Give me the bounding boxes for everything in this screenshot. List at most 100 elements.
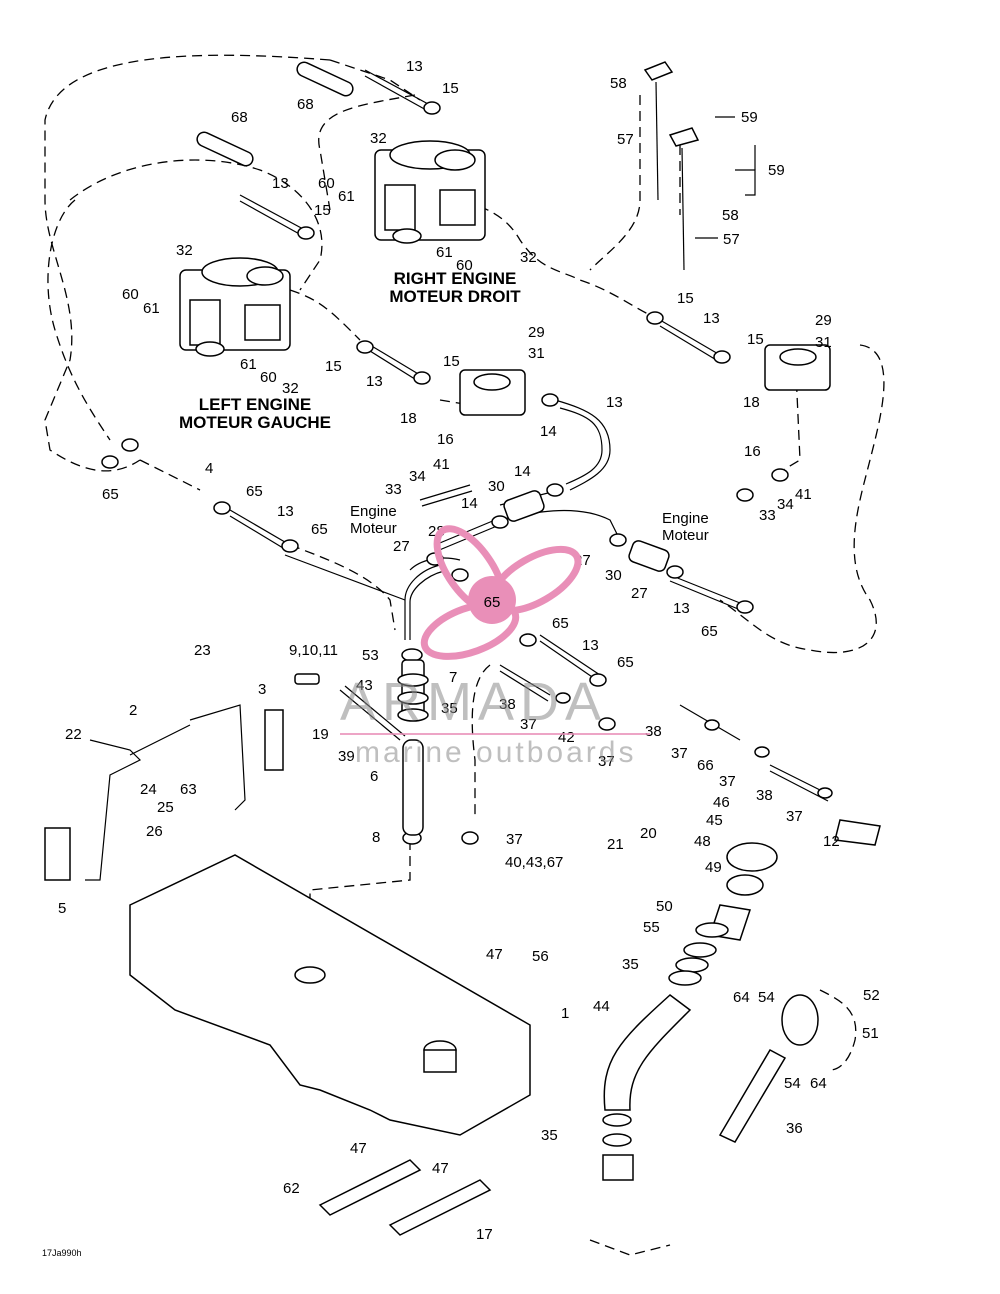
callout: 14 — [540, 423, 557, 440]
callout: 41 — [433, 456, 450, 473]
callout: 37 — [719, 773, 736, 790]
callout: 14 — [461, 495, 478, 512]
fuel-tank — [129, 854, 531, 1136]
callout: 59 — [741, 109, 758, 126]
callout: 15 — [747, 331, 764, 348]
callout: 6 — [370, 768, 378, 785]
callout: 13 — [366, 373, 383, 390]
callout: 21 — [607, 836, 624, 853]
callout: 14 — [514, 463, 531, 480]
callout: 18 — [743, 394, 760, 411]
callout: 39 — [338, 748, 355, 765]
leader-lines — [284, 116, 756, 601]
callout: 37 — [598, 753, 615, 770]
callout: 60 — [260, 369, 277, 386]
callout: 47 — [432, 1160, 449, 1177]
tank-straps — [318, 1159, 492, 1236]
callout: 37 — [671, 745, 688, 762]
callout: 13 — [272, 175, 289, 192]
callout: 34 — [777, 496, 794, 513]
callout: 12 — [823, 833, 840, 850]
callout: 61 — [240, 356, 257, 373]
arrestor-tubes — [196, 61, 354, 167]
callout: 60 — [456, 257, 473, 274]
engine-label-left-fr: Moteur — [350, 520, 397, 537]
callout: 35 — [541, 1127, 558, 1144]
callout: 64 — [810, 1075, 827, 1092]
callout: 29 — [528, 324, 545, 341]
callout: 68 — [297, 96, 314, 113]
callout: 44 — [593, 998, 610, 1015]
engine-label-right-fr: Moteur — [662, 527, 709, 544]
callout: 15 — [442, 80, 459, 97]
callout: 20 — [640, 825, 657, 842]
callout: 64 — [733, 989, 750, 1006]
callout: 18 — [400, 410, 417, 427]
left-engine-heading: LEFT ENGINE — [199, 395, 311, 414]
callout: 22 — [65, 726, 82, 743]
choke-knobs — [643, 61, 700, 271]
callout: 61 — [338, 188, 355, 205]
callout: 58 — [722, 207, 739, 224]
fuel-sender — [294, 673, 406, 741]
callout: 38 — [499, 696, 516, 713]
watermark-tagline: marine outboards — [355, 736, 636, 769]
callout: 17 — [476, 1226, 493, 1243]
callout: 13 — [606, 394, 623, 411]
callout: 33 — [385, 481, 402, 498]
right-engine-heading: RIGHT ENGINE — [394, 269, 517, 288]
callout: 1 — [561, 1005, 569, 1022]
callout: 26 — [146, 823, 163, 840]
callout: 13 — [703, 310, 720, 327]
fuel-filters — [503, 490, 670, 572]
callout: 15 — [443, 353, 460, 370]
callout: 13 — [277, 503, 294, 520]
fill-neck — [602, 819, 881, 1181]
engine-label-left: Engine — [350, 503, 397, 520]
callout: 37 — [506, 831, 523, 848]
callout: 54 — [784, 1075, 801, 1092]
fuel-valve — [397, 659, 429, 836]
callout: 68 — [231, 109, 248, 126]
callout: 37 — [520, 716, 537, 733]
callout: 33 — [759, 507, 776, 524]
callout: 45 — [706, 812, 723, 829]
diagram-code: 17Ja990h — [42, 1248, 82, 1258]
callout: 32 — [520, 249, 537, 266]
callout: 23 — [194, 642, 211, 659]
callout: 65 — [701, 623, 718, 640]
callout: 2 — [129, 702, 137, 719]
callout: 35 — [622, 956, 639, 973]
dashed-routing-lines — [44, 54, 885, 1256]
callout: 52 — [863, 987, 880, 1004]
callout: 27 — [631, 585, 648, 602]
callout: 49 — [705, 859, 722, 876]
callout: 56 — [532, 948, 549, 965]
callout: 32 — [282, 380, 299, 397]
callout: 5 — [58, 900, 66, 917]
callout: 61 — [436, 244, 453, 261]
callout: 57 — [617, 131, 634, 148]
callout: 7 — [449, 669, 457, 686]
callout: 19 — [312, 726, 329, 743]
propeller-logo: 65 — [420, 525, 582, 660]
left-engine-carburetor — [179, 257, 291, 357]
callouts: 13 15 68 68 32 60 61 13 15 32 60 61 61 6… — [58, 58, 880, 1243]
callout: 4 — [205, 460, 213, 477]
callout: 65 — [617, 654, 634, 671]
callout: 36 — [786, 1120, 803, 1137]
right-engine-carburetor — [374, 140, 486, 244]
callout: 46 — [713, 794, 730, 811]
callout: 29 — [815, 312, 832, 329]
callout: 24 — [140, 781, 157, 798]
callout: 30 — [605, 567, 622, 584]
callout: 60 — [318, 175, 335, 192]
callout: 30 — [488, 478, 505, 495]
callout: 47 — [486, 946, 503, 963]
callout: 35 — [441, 700, 458, 717]
callout: 65 — [246, 483, 263, 500]
callout: 41 — [795, 486, 812, 503]
callout: 43 — [356, 677, 373, 694]
callout: 48 — [694, 833, 711, 850]
